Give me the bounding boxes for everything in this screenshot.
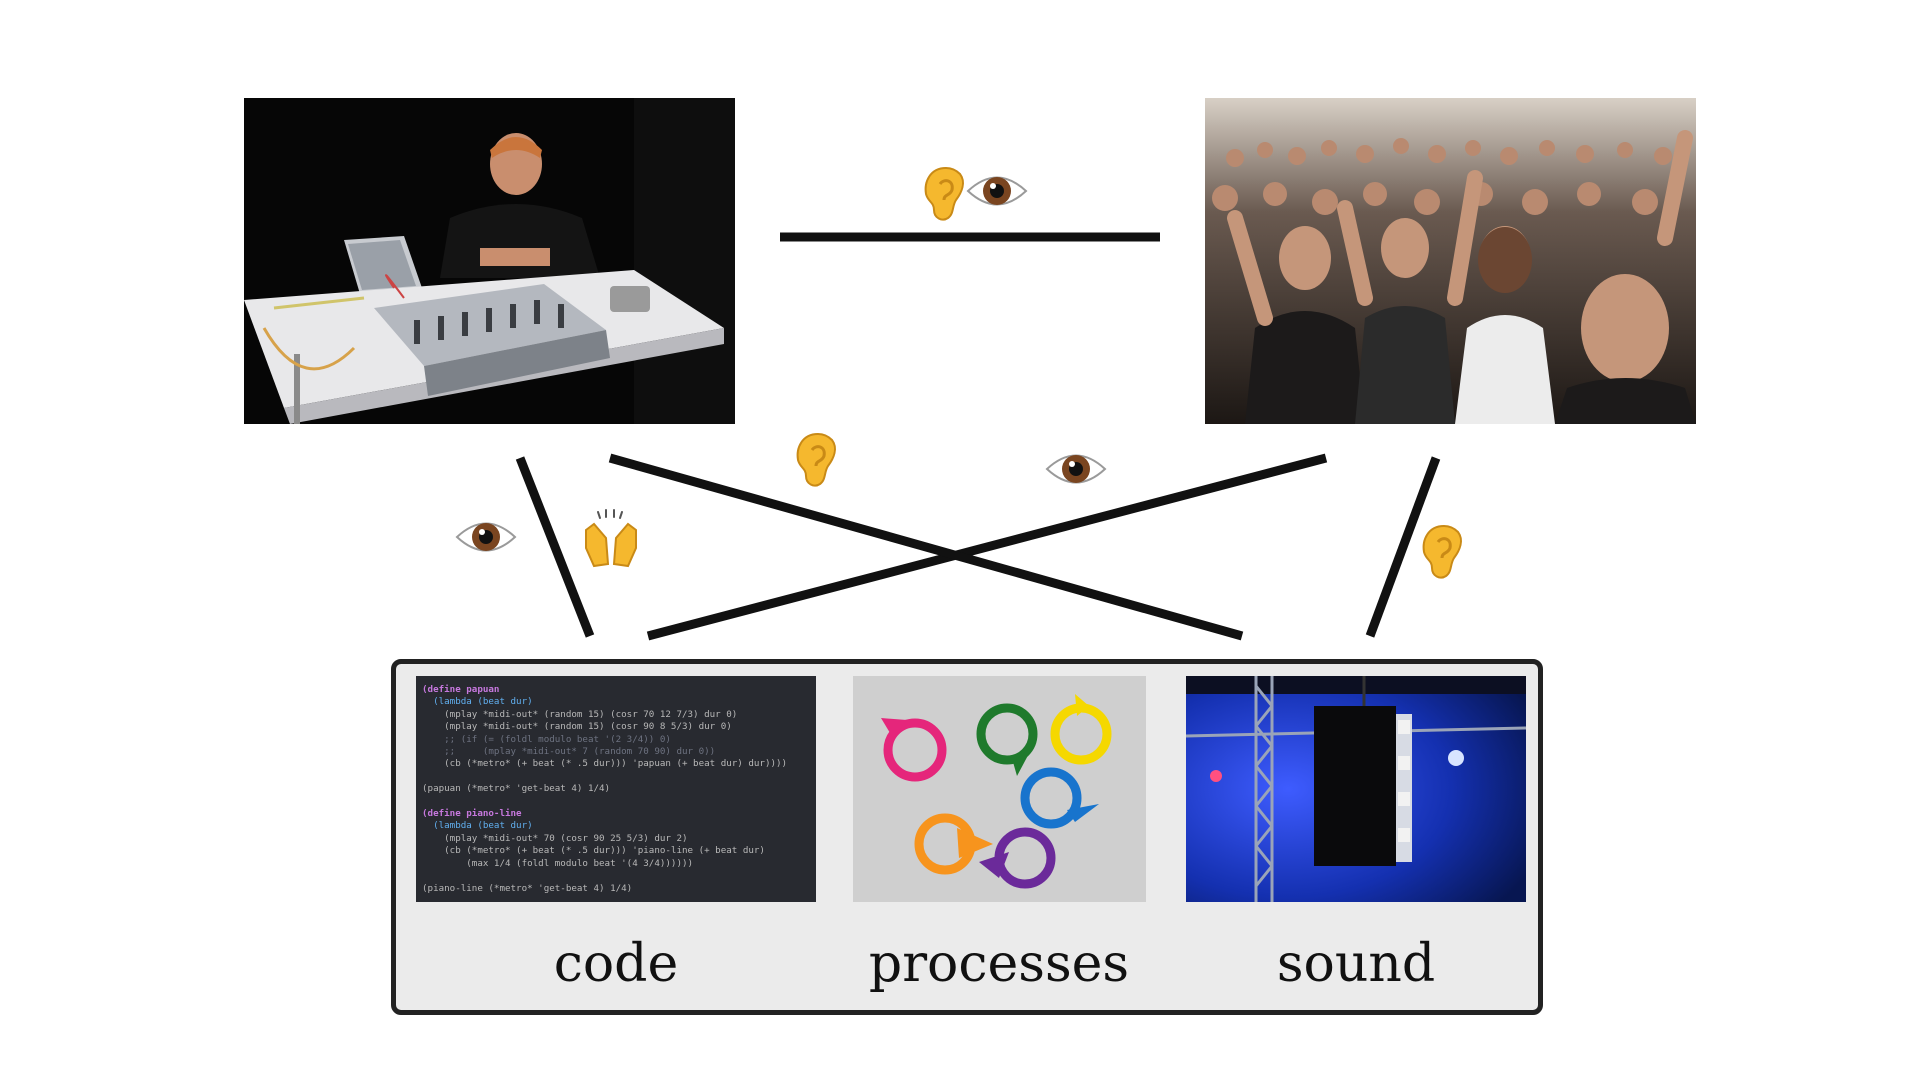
code-line: (lambda (beat dur) xyxy=(422,820,533,832)
code-line: (cb (*metro* (+ beat (* .5 dur))) 'piano… xyxy=(422,845,765,857)
eye-icon xyxy=(455,522,517,552)
caption-code: code xyxy=(553,934,679,994)
code-line: (piano-line (*metro* 'get-beat 4) 1/4) xyxy=(422,882,633,894)
audience-scene xyxy=(1205,98,1696,424)
raised-hands-icon xyxy=(585,509,637,568)
link-performer-sound xyxy=(608,453,1244,641)
code-line: (max 1/4 (foldl modulo beat '(4 3/4)))))… xyxy=(422,857,694,869)
process-loop-purple xyxy=(994,827,1056,889)
code-line: (define papuan xyxy=(422,684,500,695)
code-line: (papuan (*metro* 'get-beat 4) 1/4) xyxy=(422,783,611,795)
code-line: (lambda (beat dur) xyxy=(422,696,533,708)
process-loop-blue xyxy=(1020,767,1082,829)
system-box: (define papuan (lambda (beat dur) (mplay… xyxy=(391,659,1543,1015)
processes-panel xyxy=(853,676,1146,902)
eye-icon xyxy=(966,176,1028,206)
sound-panel xyxy=(1186,676,1526,902)
code-line: (mplay *midi-out* 70 (cosr 90 25 5/3) du… xyxy=(422,832,688,844)
process-loop-yellow xyxy=(1050,703,1112,765)
ear-icon xyxy=(1422,524,1462,579)
process-loops xyxy=(881,694,1112,889)
ear-icon xyxy=(796,432,836,487)
caption-processes: processes xyxy=(868,934,1130,994)
performer-scene xyxy=(244,98,735,424)
eye-icon xyxy=(1045,454,1107,484)
link-audience-sound xyxy=(1365,456,1441,638)
code-line: (mplay *midi-out* (random 15) (cosr 90 8… xyxy=(422,721,732,733)
code-line: (mplay *midi-out* (random 15) (cosr 70 1… xyxy=(422,708,738,720)
audience-photo xyxy=(1205,98,1696,424)
code-line: ;; (if (= (foldl modulo beat '(2 3/4)) 0… xyxy=(422,733,671,745)
code-listing: (define papuan (lambda (beat dur) (mplay… xyxy=(422,684,787,895)
process-loop-green xyxy=(976,703,1038,765)
caption-sound: sound xyxy=(1276,934,1436,994)
ear-icon xyxy=(924,166,964,221)
code-panel: (define papuan (lambda (beat dur) (mplay… xyxy=(416,676,816,902)
code-line: ;; (mplay *midi-out* 7 (random 70 90) du… xyxy=(422,746,716,758)
performer-photo xyxy=(244,98,735,424)
speaker-rig xyxy=(1186,676,1526,902)
link-performer-code xyxy=(515,456,595,638)
link-audience-code xyxy=(646,453,1328,641)
code-line: (define piano-line xyxy=(422,808,522,820)
process-loop-magenta xyxy=(883,718,947,782)
code-line: (cb (*metro* (+ beat (* .5 dur))) 'papua… xyxy=(422,758,788,770)
